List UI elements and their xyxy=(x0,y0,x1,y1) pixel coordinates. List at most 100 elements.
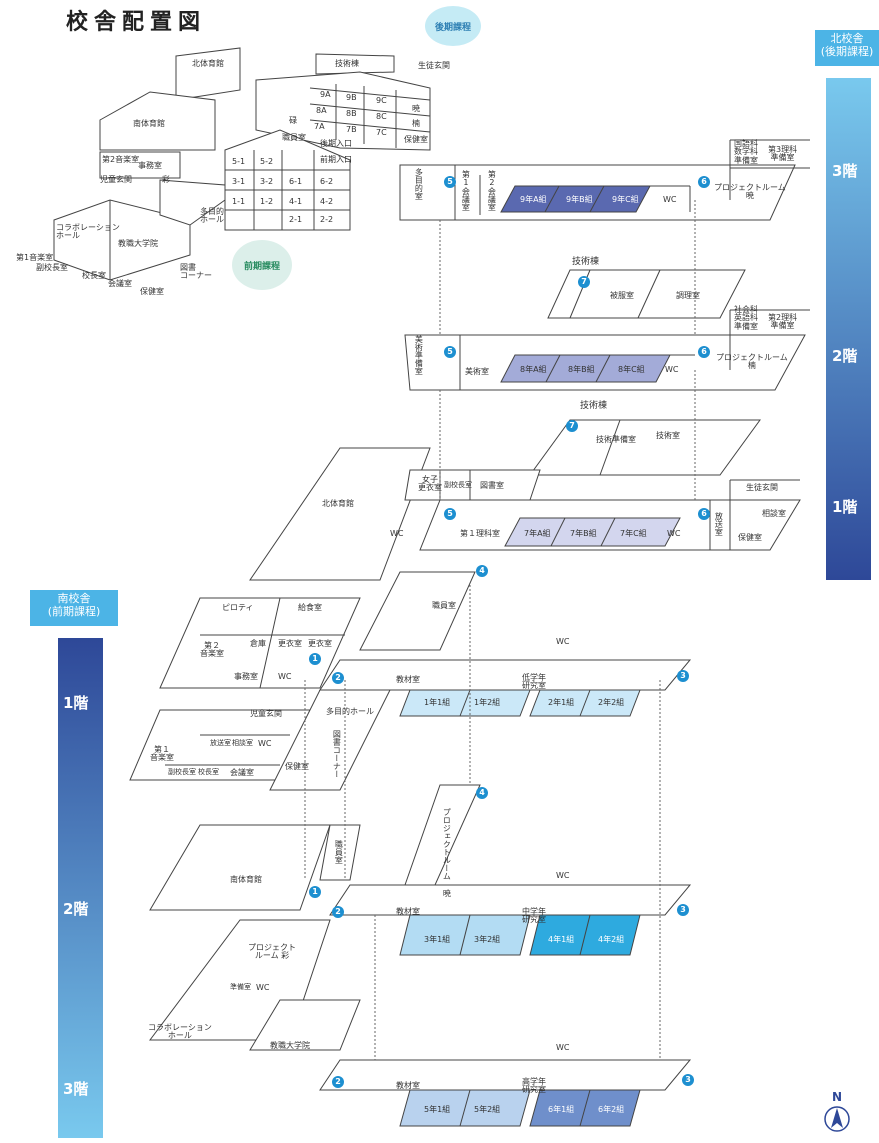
ov-south-gym: 南体育館 xyxy=(133,119,165,128)
s2-kyozai: 教材室 xyxy=(396,907,420,916)
s2-wc-b: WC xyxy=(256,983,270,992)
s1-wc-a: WC xyxy=(278,672,292,681)
n1-7c: 7年C組 xyxy=(620,529,647,538)
s1-kyushoku: 給食室 xyxy=(298,603,322,612)
compass-icon xyxy=(824,1106,850,1132)
n1-hoken: 保健室 xyxy=(738,533,762,542)
s1-piloti: ピロティ xyxy=(222,603,254,612)
n1-7b: 7年B組 xyxy=(570,529,597,538)
n2-prep2: 第2理科 準備室 xyxy=(768,313,798,331)
stair-marker: 6 xyxy=(698,346,710,358)
ov-north-gym: 北体育館 xyxy=(192,59,224,68)
n1-hoso: 放送室 xyxy=(714,512,724,536)
t1-prep: 技術準備室 xyxy=(596,435,636,444)
t2-label: 技術棟 xyxy=(572,257,600,267)
compass-label: N xyxy=(831,1090,843,1104)
n1-wc-a: WC xyxy=(390,529,404,538)
compass: N xyxy=(822,1090,852,1138)
ov-grade-3-1: 3-1 xyxy=(232,177,246,186)
south-1f-plan xyxy=(129,571,692,791)
north-sidebar-head: 北校舎 (後期課程) xyxy=(815,30,879,66)
ov-grade-5-2: 5-2 xyxy=(260,157,274,166)
ov-collabo: コラボレーション ホール xyxy=(56,223,120,241)
south-2f-plan xyxy=(149,784,692,1051)
ov-hoken: 保健室 xyxy=(140,287,164,296)
ov-grade-7c: 7C xyxy=(376,128,387,137)
stair-marker: 7 xyxy=(566,420,578,432)
ov-music1: 第1音楽室 xyxy=(16,253,54,262)
n1-sodan: 相談室 xyxy=(762,509,786,518)
stair-marker: 7 xyxy=(578,276,590,288)
n3-project: プロジェクトルーム 暁 xyxy=(714,183,786,201)
s1-tosho: 図書コーナー xyxy=(332,730,342,778)
ov-tamokuteki: 多目的 ホール xyxy=(200,207,224,225)
s1-2-2: 2年2組 xyxy=(598,698,625,707)
stair-marker: 4 xyxy=(476,565,488,577)
ov-kusu: 楠 xyxy=(412,119,420,128)
s2-3-1: 3年1組 xyxy=(424,935,451,944)
s2-4-1: 4年1組 xyxy=(548,935,575,944)
ov-entrance-n: 生徒玄関 xyxy=(418,61,450,70)
s2-chugaku: 中学年 研究室 xyxy=(522,907,546,925)
ov-grade-7a: 7A xyxy=(314,122,325,131)
ov-music2: 第2音楽室 xyxy=(102,155,140,164)
s1-soko: 倉庫 xyxy=(250,639,266,648)
south-floor-3: 3階 xyxy=(63,1080,89,1098)
ov-tech: 技術棟 xyxy=(335,59,359,68)
n2-8c: 8年C組 xyxy=(618,365,645,374)
t1-gijutsu: 技術室 xyxy=(656,431,680,440)
stair-marker: 5 xyxy=(444,508,456,520)
n3-prep2: 第3理科 準備室 xyxy=(768,145,798,163)
s1-jido: 児童玄関 xyxy=(250,709,282,718)
north-floor-3: 3階 xyxy=(832,162,858,180)
stair-marker: 6 xyxy=(698,176,710,188)
ov-grade-9a: 9A xyxy=(320,90,331,99)
s1-music2: 第２ 音楽室 xyxy=(200,641,224,659)
ov-kyoshoku: 教職大学院 xyxy=(118,239,158,248)
ov-grade-9b: 9B xyxy=(346,93,357,102)
s2-gym: 南体育館 xyxy=(230,875,262,884)
ov-tosho: 図書 コーナー xyxy=(180,263,212,281)
ov-jido: 児童玄関 xyxy=(100,175,132,184)
s1-tamokuteki: 多目的ホール xyxy=(326,707,374,716)
north-floor-1: 1階 xyxy=(832,498,858,516)
s1-kouisitsu-b: 更衣室 xyxy=(308,639,332,648)
stair-marker: 5 xyxy=(444,176,456,188)
n1-gym: 北体育館 xyxy=(322,499,354,508)
ov-hokensitsu: 保健室 xyxy=(404,135,428,144)
north-course-label: 後期課程 xyxy=(434,22,471,33)
stair-marker: 3 xyxy=(682,1074,694,1086)
ov-grade-4-2: 4-2 xyxy=(320,197,334,206)
ov-grade-2-1: 2-1 xyxy=(289,215,303,224)
ov-kocho: 校長室 xyxy=(82,271,106,280)
s1-teigaku: 低学年 研究室 xyxy=(522,673,546,691)
south-floor-2: 2階 xyxy=(63,900,89,918)
n1-wc-b: WC xyxy=(667,529,681,538)
south-sidebar-head: 南校舎 (前期課程) xyxy=(30,590,118,626)
ov-grade-3-2: 3-2 xyxy=(260,177,274,186)
ov-kouki: 後期入口 xyxy=(320,139,352,148)
s3-6-2: 6年2組 xyxy=(598,1105,625,1114)
s2-shokuin: 職員室 xyxy=(334,840,344,864)
south-3f-plan xyxy=(319,1059,692,1127)
ov-fukukocho: 副校長室 xyxy=(36,263,68,272)
north-course-bubble: 後期課程 xyxy=(425,6,481,46)
s1-1-1: 1年1組 xyxy=(424,698,451,707)
tech-1f-plan xyxy=(529,419,761,476)
stair-marker: 4 xyxy=(476,787,488,799)
s1-kouisitsu-a: 更衣室 xyxy=(278,639,302,648)
s1-wc-c: WC xyxy=(258,739,272,748)
n2-project: プロジェクトルーム 楠 xyxy=(716,353,788,371)
ov-grade-9c: 9C xyxy=(376,96,387,105)
s3-6-1: 6年1組 xyxy=(548,1105,575,1114)
s1-wc-b: WC xyxy=(556,637,570,646)
ov-grade-8b: 8B xyxy=(346,109,357,118)
ov-hiro: 碌 xyxy=(289,116,297,125)
overview-block xyxy=(53,47,431,281)
s1-sodan: 相談室 xyxy=(232,739,253,747)
ov-aya: 彩 xyxy=(162,175,170,184)
stair-marker: 1 xyxy=(309,653,321,665)
stair-marker: 2 xyxy=(332,906,344,918)
s1-hoso: 放送室 xyxy=(210,739,231,747)
